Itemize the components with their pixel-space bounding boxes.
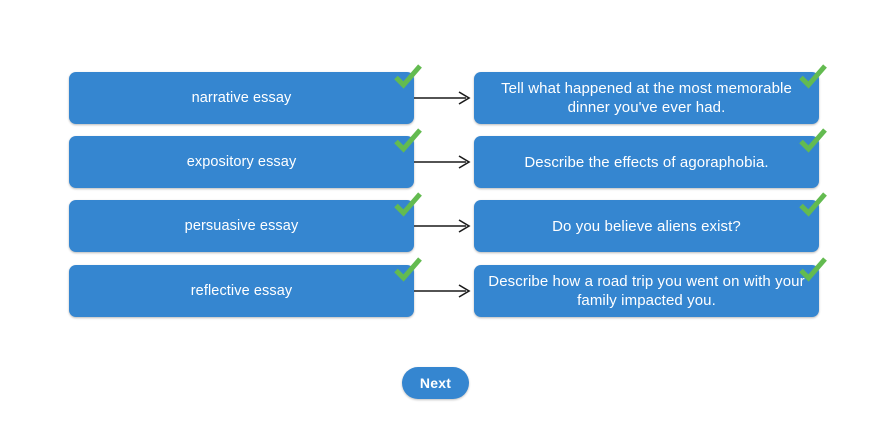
prompt-card-label: expository essay [186, 153, 297, 170]
answer-card[interactable]: Do you believe aliens exist? [474, 192, 827, 252]
prompt-card-label: narrative essay [191, 89, 292, 106]
answer-card-label: Tell what happened at the most memorable… [501, 80, 792, 116]
answer-card[interactable]: Describe the effects of agoraphobia. [474, 128, 827, 188]
arrow-right-icon [414, 72, 474, 124]
arrow-right-icon [414, 136, 474, 188]
match-row: persuasive essay Do you believe aliens ex… [0, 192, 896, 252]
match-row: reflective essay Describe how a road trip… [0, 257, 896, 317]
answer-card[interactable]: Describe how a road trip you went on wit… [474, 257, 827, 317]
next-button[interactable]: Next [402, 367, 469, 399]
arrow-right-icon [414, 265, 474, 317]
answer-card[interactable]: Tell what happened at the most memorable… [474, 64, 827, 124]
prompt-card[interactable]: reflective essay [69, 257, 422, 317]
check-icon [798, 126, 828, 156]
match-row: narrative essay Tell what happened at the… [0, 64, 896, 124]
prompt-card[interactable]: narrative essay [69, 64, 422, 124]
prompt-card[interactable]: persuasive essay [69, 192, 422, 252]
arrow-right-icon [414, 200, 474, 252]
prompt-card-label: reflective essay [190, 282, 293, 299]
answer-card-label: Describe the effects of agoraphobia. [524, 153, 769, 171]
answer-card-label: Describe how a road trip you went on wit… [488, 273, 805, 309]
check-icon [798, 190, 828, 220]
prompt-card-label: persuasive essay [184, 217, 299, 234]
prompt-card[interactable]: expository essay [69, 128, 422, 188]
match-row: expository essay Describe the effects of … [0, 128, 896, 188]
answer-card-label: Do you believe aliens exist? [552, 217, 741, 235]
